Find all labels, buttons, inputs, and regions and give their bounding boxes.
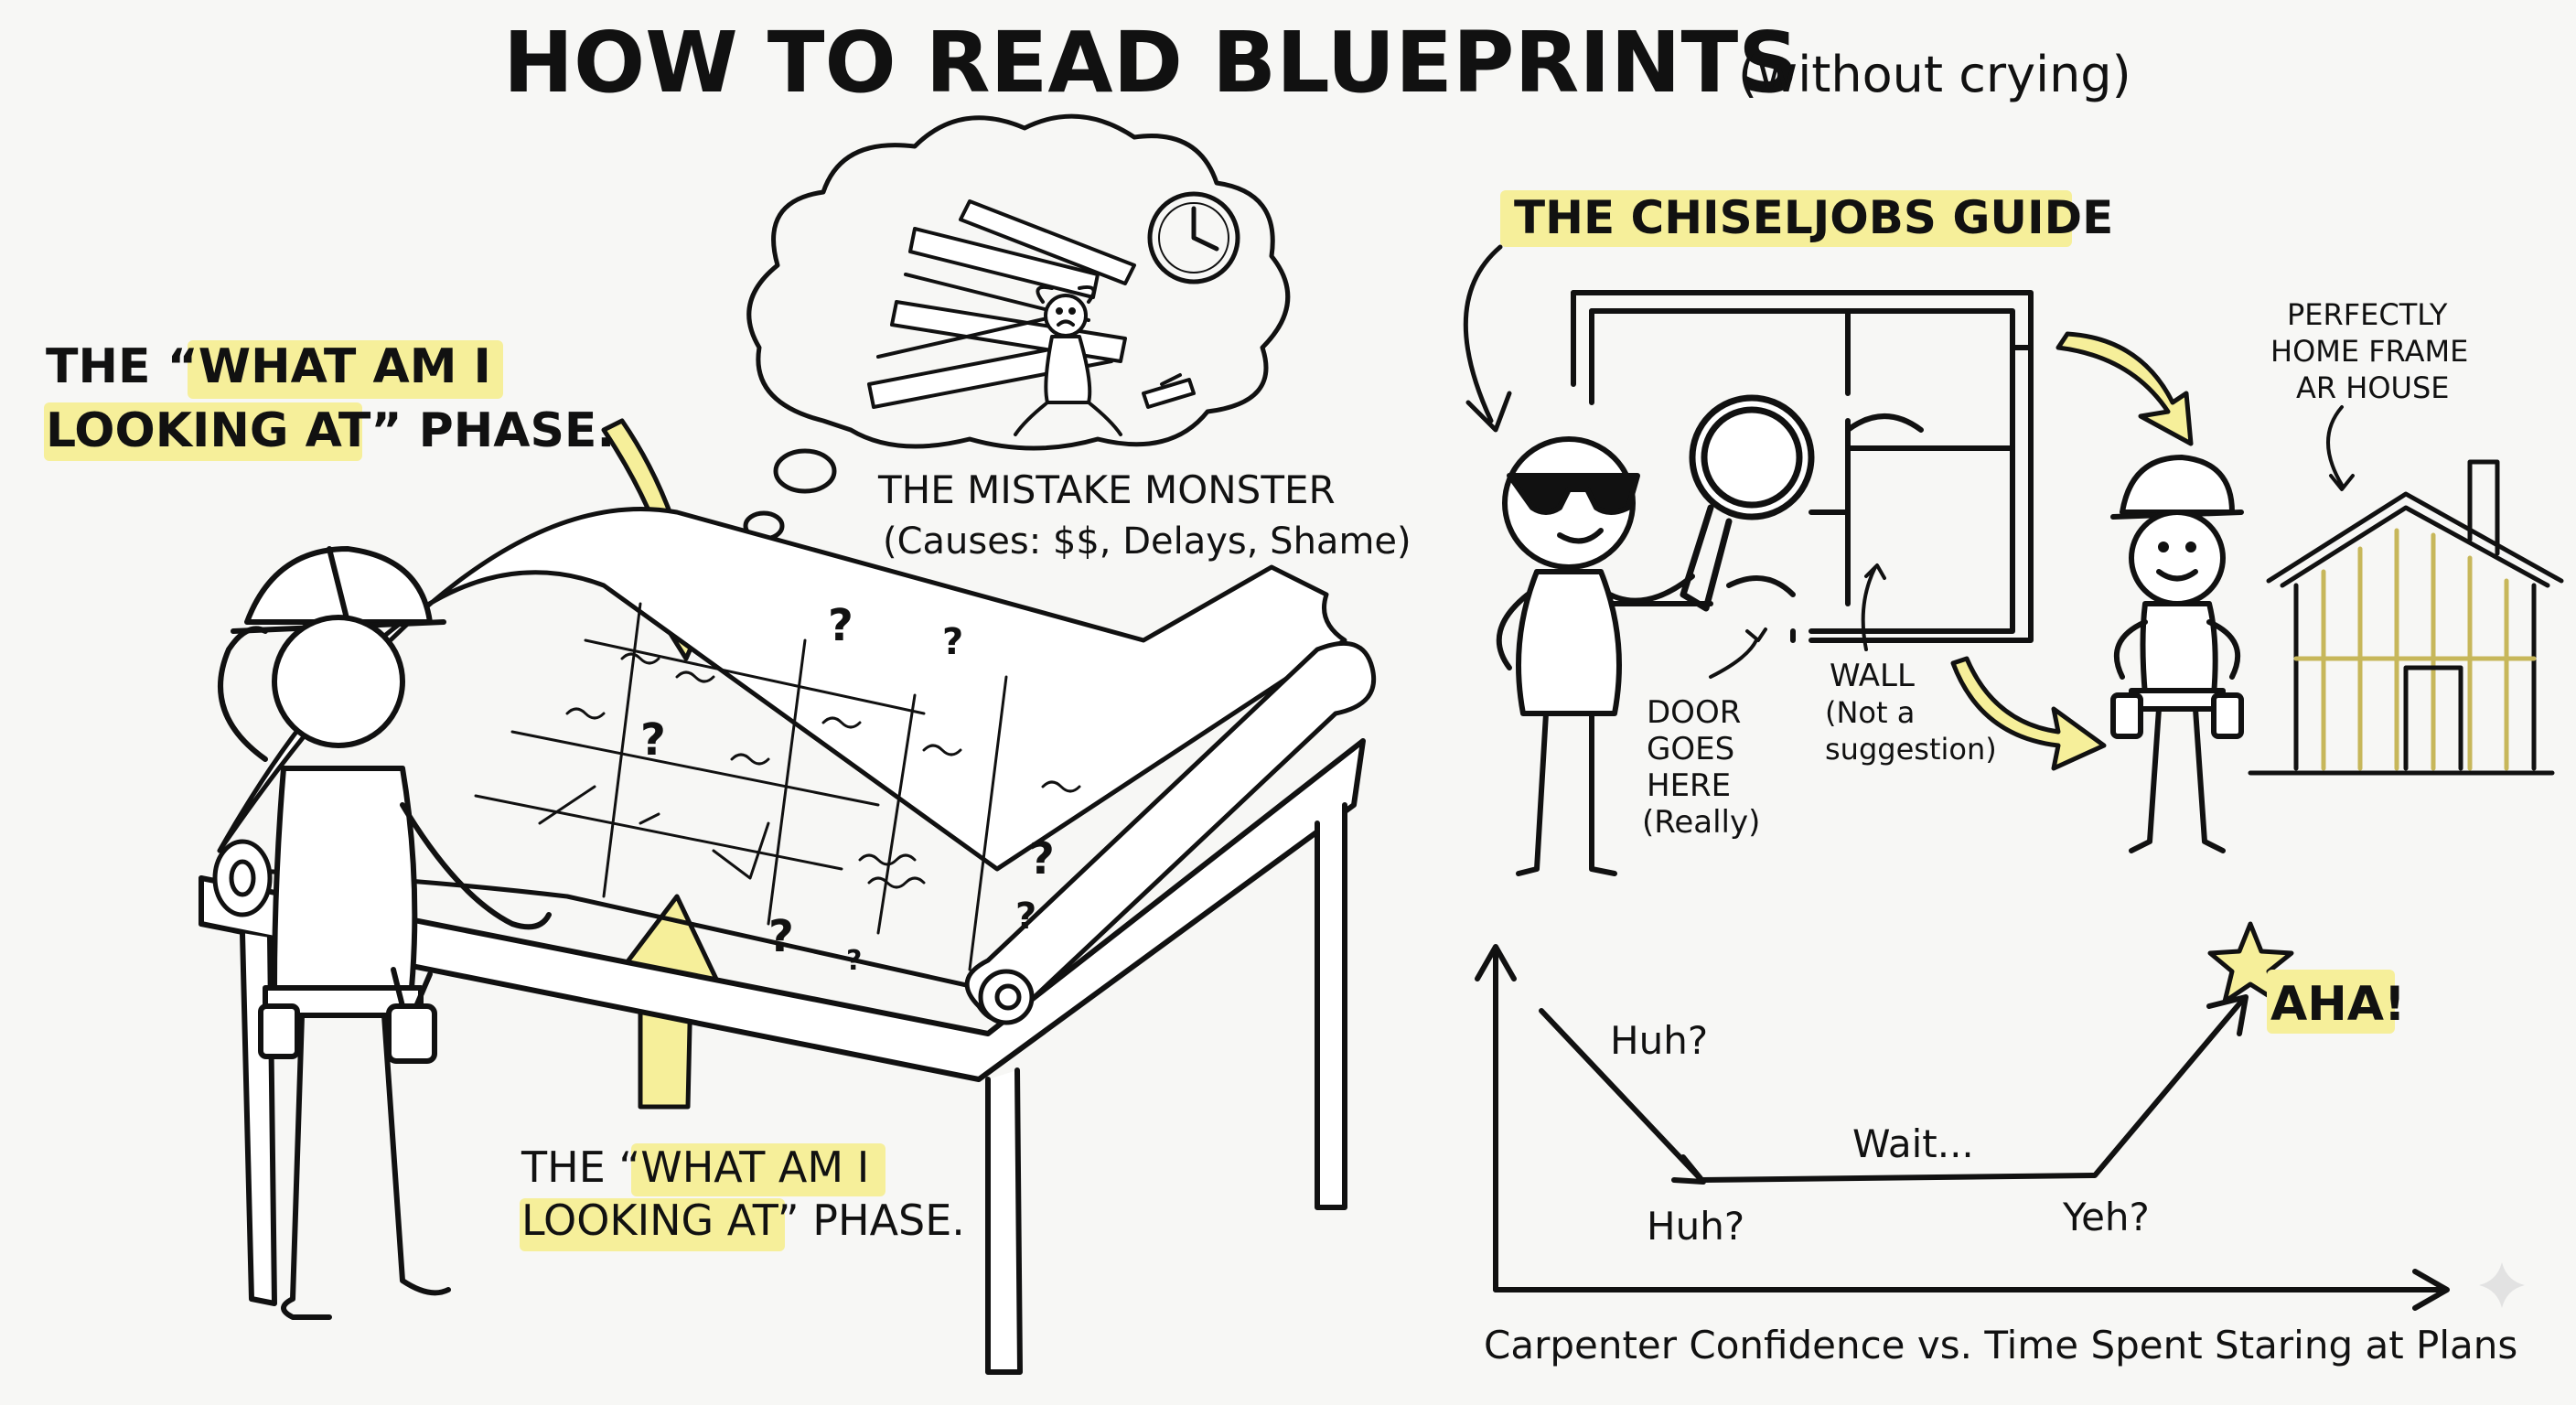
clock-icon bbox=[1147, 191, 1240, 284]
lumber-pile-icon bbox=[867, 199, 1196, 409]
highlight-marker bbox=[44, 402, 362, 461]
callout-text-highlight: LOOKING AT bbox=[521, 1196, 779, 1245]
door-label: DOOR GOES HERE (Really) bbox=[1642, 694, 1760, 841]
thought-bubble-title: THE MISTAKE MONSTER bbox=[877, 467, 1336, 512]
svg-text:THE “WHAT AM I: THE “WHAT AM I bbox=[521, 1142, 869, 1192]
callout-text: ” PHASE. bbox=[370, 403, 615, 458]
wall-label-line: suggestion) bbox=[1825, 732, 1997, 767]
question-mark: ? bbox=[1015, 896, 1036, 938]
thought-bubble: THE MISTAKE MONSTER (Causes: $$, Delays,… bbox=[743, 113, 1411, 563]
x-axis bbox=[1493, 1269, 2450, 1311]
wall-label-line: WALL bbox=[1830, 658, 1915, 694]
question-mark: ? bbox=[640, 714, 666, 766]
page-title: HOW TO READ BLUEPRINTS bbox=[503, 14, 1799, 112]
callout-text: THE “ bbox=[521, 1142, 640, 1192]
blueprint-question-marks: ? ? ? ? ? ? ? bbox=[640, 600, 1055, 977]
guide-person-figure bbox=[1496, 436, 1695, 876]
confidence-curve bbox=[1539, 999, 2244, 1183]
sparkle-icon bbox=[2479, 1262, 2525, 1308]
svg-text:THE “WHAT AM I: THE “WHAT AM I bbox=[46, 339, 491, 394]
house-label-line: AR HOUSE bbox=[2296, 370, 2450, 405]
house-label-line: HOME FRAME bbox=[2270, 334, 2468, 369]
confused-carpenter-figure bbox=[218, 546, 552, 1320]
door-label-line: DOOR bbox=[1647, 694, 1741, 731]
page-subtitle: (without crying) bbox=[1738, 46, 2131, 103]
door-label-line: HERE bbox=[1647, 767, 1731, 804]
highlight-marker bbox=[2267, 970, 2395, 1034]
title-group: HOW TO READ BLUEPRINTS (without crying) bbox=[503, 14, 2131, 112]
svg-text:LOOKING AT” PHASE.: LOOKING AT” PHASE. bbox=[521, 1196, 965, 1245]
arrow-icon bbox=[1463, 244, 1512, 433]
arrow-icon bbox=[1950, 656, 2107, 771]
house-frame-icon bbox=[2248, 459, 2564, 776]
question-mark: ? bbox=[942, 621, 963, 663]
graph-label-huh-top: Huh? bbox=[1610, 1018, 1708, 1063]
highlight-marker bbox=[631, 1143, 886, 1196]
graph-label-huh-bottom: Huh? bbox=[1647, 1204, 1744, 1249]
question-mark: ? bbox=[1029, 833, 1055, 885]
graph-caption: Carpenter Confidence vs. Time Spent Star… bbox=[1484, 1323, 2517, 1367]
graph-label-yeh: Yeh? bbox=[2062, 1195, 2150, 1239]
callout-text-highlight: WHAT AM I bbox=[199, 339, 491, 394]
svg-text:LOOKING AT” PHASE.: LOOKING AT” PHASE. bbox=[46, 403, 615, 458]
magnifying-glass-icon bbox=[1680, 394, 1815, 612]
arrow-icon bbox=[1709, 627, 1767, 679]
arrow-icon bbox=[2326, 405, 2355, 491]
guide-section: THE CHISELJOBS GUIDE bbox=[1463, 190, 2564, 876]
arrow-icon bbox=[1861, 563, 1886, 651]
graph-label-aha: AHA! bbox=[2270, 977, 2406, 1032]
arrow-icon bbox=[2055, 331, 2194, 446]
wall-label-line: (Not a bbox=[1825, 695, 1915, 730]
door-label-line: (Really) bbox=[1642, 804, 1760, 841]
drafting-table bbox=[199, 738, 1366, 1375]
question-mark: ? bbox=[828, 600, 853, 651]
callout-top-left: THE “WHAT AM I LOOKING AT” PHASE. bbox=[44, 339, 725, 661]
question-mark: ? bbox=[768, 911, 794, 962]
question-mark: ? bbox=[846, 945, 862, 977]
guide-title: THE CHISELJOBS GUIDE bbox=[1514, 191, 2113, 244]
blueprint-sheet bbox=[212, 507, 1377, 1025]
house-label-line: PERFECTLY bbox=[2287, 297, 2448, 332]
callout-text-highlight: WHAT AM I bbox=[640, 1142, 869, 1192]
wall-label: WALL (Not a suggestion) bbox=[1825, 658, 1997, 767]
callout-text: THE “ bbox=[46, 339, 199, 394]
highlight-marker bbox=[1500, 190, 2072, 247]
happy-carpenter-figure bbox=[2110, 455, 2244, 853]
highlight-marker bbox=[188, 340, 503, 399]
highlight-marker bbox=[520, 1198, 785, 1251]
callout-text-highlight: LOOKING AT bbox=[46, 403, 371, 458]
graph-label-wait: Wait... bbox=[1852, 1121, 1974, 1166]
worried-worker-icon bbox=[1014, 285, 1122, 436]
thought-dot bbox=[773, 448, 837, 494]
callout-bottom-left: THE “WHAT AM I LOOKING AT” PHASE. bbox=[520, 894, 965, 1251]
door-label-line: GOES bbox=[1647, 731, 1734, 767]
y-axis bbox=[1475, 944, 1517, 1292]
callout-text: ” PHASE. bbox=[778, 1196, 965, 1245]
confidence-graph: Huh? Huh? Wait... Yeh? AHA! Carpenter Co… bbox=[1475, 921, 2517, 1367]
house-label: PERFECTLY HOME FRAME AR HOUSE bbox=[2270, 297, 2468, 405]
thought-bubble-caption: (Causes: $$, Delays, Shame) bbox=[883, 520, 1411, 563]
